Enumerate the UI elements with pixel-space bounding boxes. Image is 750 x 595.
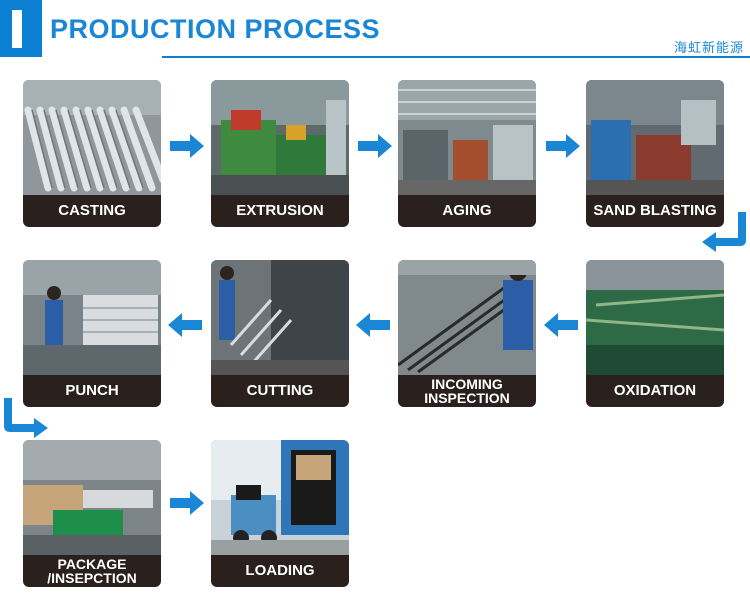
step-label: LOADING — [245, 562, 315, 579]
step-label-line1: PACKAGE — [57, 556, 127, 572]
step-label: CUTTING — [246, 382, 314, 399]
arrow-right-icon — [170, 134, 204, 158]
step-card-punch: PUNCH — [23, 260, 161, 407]
step-label: AGING — [442, 202, 492, 219]
step-card-oxidation: OXIDATION — [586, 260, 724, 407]
arrow-right-icon — [546, 134, 580, 158]
step-card-cutting: CUTTING — [211, 260, 349, 407]
arrow-right-icon — [358, 134, 392, 158]
arrow-left-icon — [356, 313, 390, 337]
step-label-line2: /INSEPCTION — [47, 570, 137, 586]
aging-photo — [398, 80, 536, 195]
step-card-package-inspection: PACKAGE/INSEPCTION — [23, 440, 161, 587]
arrow-left-icon — [544, 313, 578, 337]
arrow-turn-down-left-icon — [702, 212, 746, 252]
extrusion-photo — [211, 80, 349, 195]
step-card-extrusion: EXTRUSION — [211, 80, 349, 227]
step-label: SAND BLASTING — [593, 202, 717, 219]
step-card-sand-blasting: SAND BLASTING — [586, 80, 724, 227]
arrow-right-icon — [170, 491, 204, 515]
step-card-casting: CASTING — [23, 80, 161, 227]
loading-photo — [211, 440, 349, 555]
arrow-turn-down-right-icon — [4, 398, 48, 438]
step-label: OXIDATION — [613, 382, 697, 399]
step-label: PUNCH — [65, 382, 119, 399]
step-label: CASTING — [58, 202, 126, 219]
header-logo-block — [0, 0, 42, 57]
step-card-aging: AGING — [398, 80, 536, 227]
cutting-photo — [211, 260, 349, 375]
title-underline — [162, 56, 750, 58]
oxidation-photo — [586, 260, 724, 375]
step-label-line2: INSPECTION — [424, 390, 510, 406]
arrow-left-icon — [168, 313, 202, 337]
step-card-loading: LOADING — [211, 440, 349, 587]
step-label-line1: INCOMING — [431, 376, 503, 392]
incoming-inspection-photo — [398, 260, 536, 375]
page-title: PRODUCTION PROCESS — [50, 14, 381, 44]
step-label: EXTRUSION — [236, 202, 324, 219]
package-inspection-photo — [23, 440, 161, 555]
step-label: PACKAGE/INSEPCTION — [23, 555, 161, 587]
punch-photo — [23, 260, 161, 375]
brand-name: 海虹新能源 — [673, 40, 744, 55]
header-logo-bar — [12, 10, 22, 48]
sand-blasting-photo — [586, 80, 724, 195]
casting-photo — [23, 80, 161, 195]
